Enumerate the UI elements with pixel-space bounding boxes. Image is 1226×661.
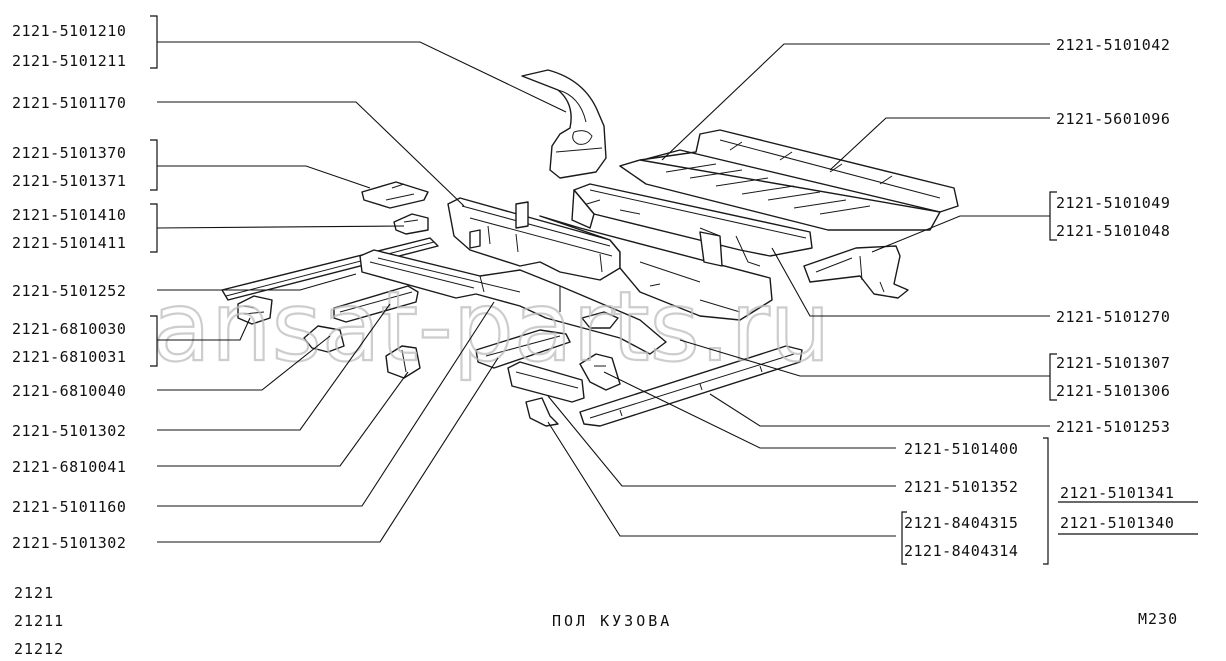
- label-left-13: 2121-6810041: [12, 458, 126, 476]
- watermark: ansat-parts.ru: [152, 271, 831, 383]
- label-right-5: 2121-5101270: [1056, 308, 1170, 326]
- part-tunnel-pieces: [475, 311, 621, 427]
- label-left-9: 2121-6810030: [12, 320, 126, 338]
- part-crossmember-frame: [447, 197, 773, 321]
- label-left-8: 2121-5101252: [12, 282, 126, 300]
- label-far-right-1: 2121-5101341: [1060, 484, 1174, 502]
- right-labels: 2121-5101042 2121-5601096 2121-5101049 2…: [1056, 36, 1170, 436]
- label-left-4: 2121-5101370: [12, 144, 126, 162]
- label-center-3: 2121-8404315: [904, 514, 1018, 532]
- label-right-7: 2121-5101306: [1056, 382, 1170, 400]
- part-wheel-arch: [521, 69, 607, 179]
- label-right-3: 2121-5101049: [1056, 194, 1170, 212]
- label-left-10: 2121-6810031: [12, 348, 126, 366]
- label-right-2: 2121-5601096: [1056, 110, 1170, 128]
- center-labels: 2121-5101400 2121-5101352 2121-8404315 2…: [904, 440, 1174, 560]
- label-left-5: 2121-5101371: [12, 172, 126, 190]
- label-left-2: 2121-5101211: [12, 52, 126, 70]
- label-right-4: 2121-5101048: [1056, 222, 1170, 240]
- label-center-1: 2121-5101400: [904, 440, 1018, 458]
- label-left-11: 2121-6810040: [12, 382, 126, 400]
- diagram-code: М230: [1138, 610, 1178, 628]
- part-bracket-right: [803, 245, 909, 299]
- label-brackets: [150, 15, 1198, 565]
- part-rear-frame: [571, 183, 813, 267]
- label-far-right-2: 2121-5101340: [1060, 514, 1174, 532]
- leader-lines: [156, 41, 1050, 543]
- label-right-6: 2121-5101307: [1056, 354, 1170, 372]
- label-center-2: 2121-5101352: [904, 478, 1018, 496]
- label-left-3: 2121-5101170: [12, 94, 126, 112]
- part-rear-floor-panel: [619, 129, 959, 231]
- label-left-6: 2121-5101410: [12, 206, 126, 224]
- label-left-12: 2121-5101302: [12, 422, 126, 440]
- label-center-4: 2121-8404314: [904, 542, 1018, 560]
- part-front-member: [333, 285, 419, 323]
- parts-illustration: [221, 69, 959, 427]
- part-right-rail: [579, 345, 803, 427]
- label-left-7: 2121-5101411: [12, 234, 126, 252]
- label-left-15: 2121-5101302: [12, 534, 126, 552]
- label-left-14: 2121-5101160: [12, 498, 126, 516]
- model-3: 21212: [14, 640, 64, 658]
- label-right-8: 2121-5101253: [1056, 418, 1170, 436]
- diagram-title: ПОЛ КУЗОВА: [552, 612, 672, 630]
- footer: 2121 21211 21212 ПОЛ КУЗОВА М230: [14, 584, 1178, 658]
- part-small-brackets: [237, 181, 429, 379]
- label-left-1: 2121-5101210: [12, 22, 126, 40]
- model-1: 2121: [14, 584, 54, 602]
- left-labels: 2121-5101210 2121-5101211 2121-5101170 2…: [12, 22, 126, 552]
- model-2: 21211: [14, 612, 64, 630]
- label-right-1: 2121-5101042: [1056, 36, 1170, 54]
